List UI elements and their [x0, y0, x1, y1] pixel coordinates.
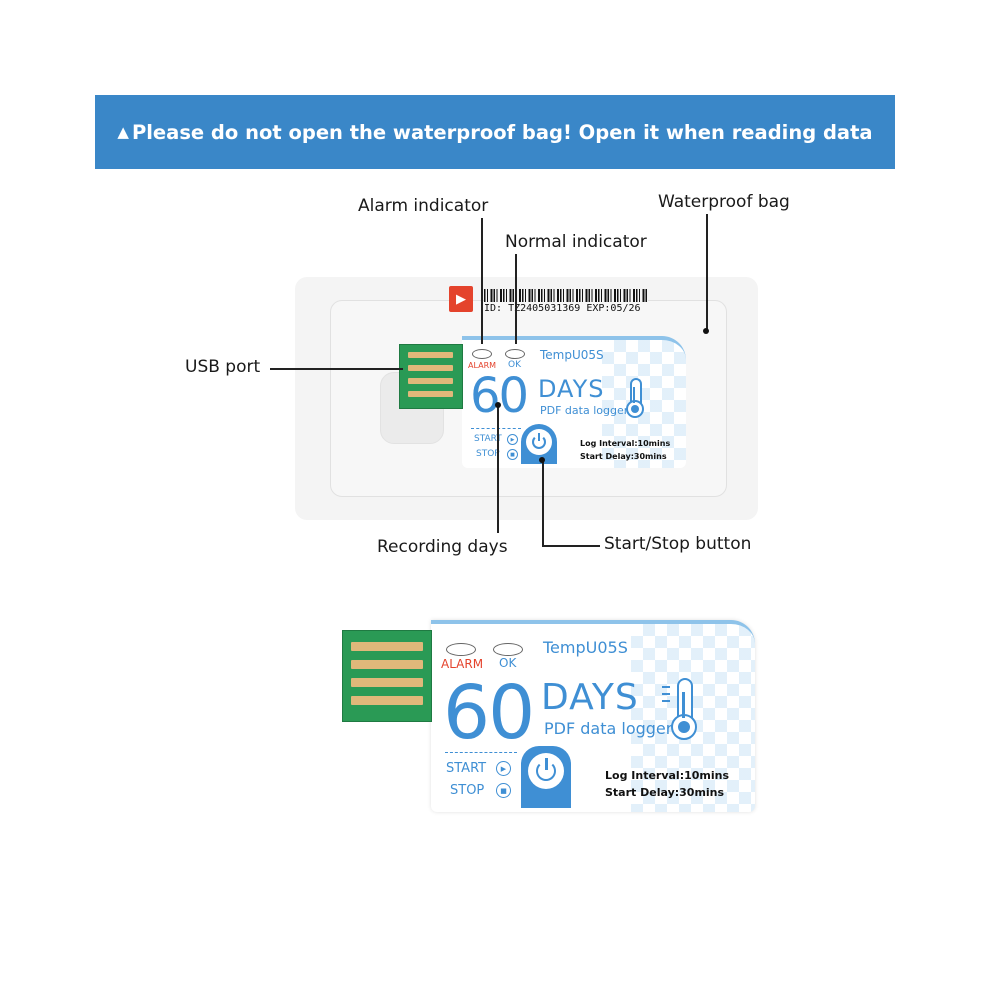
- device-large: [431, 620, 755, 812]
- power-stem: [538, 433, 540, 441]
- log-interval-large: Log Interval:10mins: [605, 769, 730, 782]
- divider-large: [445, 752, 517, 753]
- power-button-large[interactable]: [521, 746, 571, 808]
- model-name-large: TempU05S: [543, 638, 628, 657]
- subtitle: PDF data logger: [540, 404, 629, 417]
- usb-pin: [408, 365, 453, 371]
- stop-icon-large: ■: [496, 783, 511, 798]
- button-leader-dot: [539, 457, 545, 463]
- recording-days-label: Recording days: [377, 537, 508, 557]
- start-delay-large: Start Delay:30mins: [605, 786, 725, 799]
- thermometer-icon-large: [677, 678, 693, 720]
- thermometer-tick: [662, 686, 670, 688]
- usb-leader: [270, 368, 403, 370]
- id-line: ID: TZ2405031369 EXP:05/26: [484, 303, 641, 314]
- usb-pin: [351, 678, 423, 687]
- start-text: START: [474, 434, 502, 444]
- days-leader-dot: [495, 402, 501, 408]
- normal-indicator-label: Normal indicator: [505, 232, 647, 252]
- warning-banner-text: Please do not open the waterproof bag! O…: [131, 120, 873, 144]
- thermometer-bulb-large: [671, 714, 697, 740]
- alarm-led: [472, 349, 492, 359]
- barcode: [484, 289, 648, 302]
- usb-pin: [351, 642, 423, 651]
- alarm-text: ALARM: [468, 361, 497, 370]
- bag-leader-dot: [703, 328, 709, 334]
- ok-text: OK: [508, 360, 521, 370]
- ok-led-large: [493, 643, 523, 656]
- days-text-large: DAYS: [541, 677, 639, 718]
- thermometer-tick: [662, 693, 670, 695]
- days-number-large: 60: [443, 670, 535, 756]
- ok-text-large: OK: [499, 656, 517, 670]
- days-number: 60: [470, 368, 529, 424]
- waterproof-bag-label: Waterproof bag: [658, 192, 790, 212]
- alarm-indicator-label: Alarm indicator: [358, 196, 489, 216]
- play-icon: ▶: [507, 434, 518, 445]
- thermometer-column-large: [682, 692, 685, 718]
- subtitle-large: PDF data logger: [544, 719, 673, 738]
- alarm-leader: [481, 218, 483, 344]
- thermometer-fill-large: [678, 721, 690, 733]
- usb-pin: [351, 660, 423, 669]
- bag-leader: [706, 214, 708, 330]
- start-delay-small: Start Delay:30mins: [580, 452, 667, 461]
- power-ring-large: [536, 761, 556, 781]
- thermometer-tick: [662, 700, 670, 702]
- usb-pin: [408, 391, 453, 397]
- stop-text: STOP: [476, 449, 500, 459]
- days-leader: [497, 405, 499, 533]
- card-pattern: [602, 340, 686, 468]
- start-stop-button-label: Start/Stop button: [604, 534, 752, 554]
- power-stem-large: [545, 758, 548, 770]
- divider: [471, 428, 521, 429]
- usb-connector-small: [399, 344, 463, 409]
- log-interval-small: Log Interval:10mins: [580, 439, 671, 448]
- thermometer-fill: [631, 405, 639, 413]
- usb-port-label: USB port: [185, 357, 261, 377]
- start-text-large: START: [446, 761, 487, 776]
- alarm-text-large: ALARM: [441, 657, 484, 671]
- usb-connector-large: [342, 630, 432, 722]
- power-icon-large: [528, 753, 564, 789]
- button-leader-v: [542, 460, 544, 546]
- stop-text-large: STOP: [450, 783, 485, 798]
- play-tag-icon: ▶: [449, 286, 473, 312]
- power-icon: [526, 429, 552, 455]
- play-icon-large: ▶: [496, 761, 511, 776]
- usb-pin: [351, 696, 423, 705]
- power-ring: [532, 435, 546, 449]
- warning-banner: ▲ Please do not open the waterproof bag!…: [95, 95, 895, 169]
- button-leader-h: [542, 545, 600, 547]
- alarm-led-large: [446, 643, 476, 656]
- ok-leader: [515, 254, 517, 344]
- ok-led: [505, 349, 525, 359]
- thermometer-column: [633, 387, 635, 403]
- thermometer-bulb: [626, 400, 644, 418]
- stop-icon: ■: [507, 449, 518, 460]
- days-text: DAYS: [538, 375, 605, 403]
- usb-pin: [408, 378, 453, 384]
- model-name: TempU05S: [540, 348, 604, 362]
- usb-pin: [408, 352, 453, 358]
- warning-triangle-icon: ▲: [117, 123, 129, 141]
